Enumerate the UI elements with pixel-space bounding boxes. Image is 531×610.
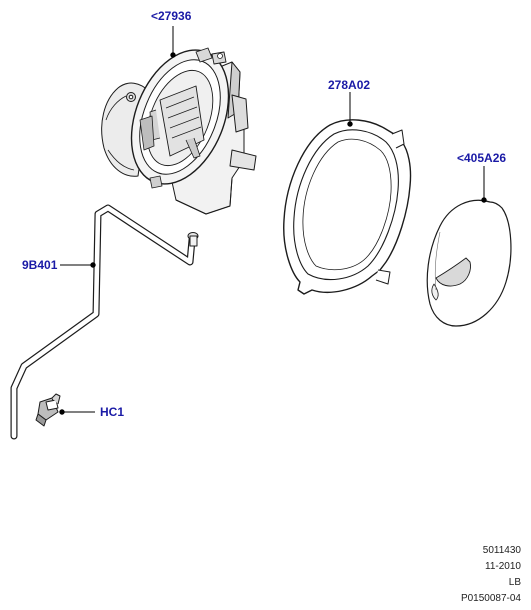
filler-flap-door-drawing	[426, 199, 512, 327]
reference-code: LB	[508, 577, 521, 588]
reference-number: 5011430	[482, 545, 521, 556]
fuel-filler-housing-drawing	[101, 47, 257, 215]
leader-lines	[59, 26, 487, 415]
reference-date: 11-2010	[485, 561, 521, 572]
diagram-reference-block: 5011430 11-2010 LB P0150087-04	[461, 543, 521, 607]
drain-tube-drawing	[10, 204, 199, 440]
callout-filler-flap-door[interactable]: <405A26	[457, 151, 507, 165]
callout-fuel-filler-housing[interactable]: <27936	[151, 9, 192, 23]
gasket-ring-drawing	[283, 119, 412, 295]
callout-clip[interactable]: HC1	[100, 405, 125, 419]
reference-illustration-id: P0150087-04	[460, 593, 521, 604]
callout-drain-tube[interactable]: 9B401	[22, 258, 58, 272]
callout-housing-seal[interactable]: 278A02	[328, 78, 371, 92]
hose-clip-drawing	[35, 393, 61, 427]
